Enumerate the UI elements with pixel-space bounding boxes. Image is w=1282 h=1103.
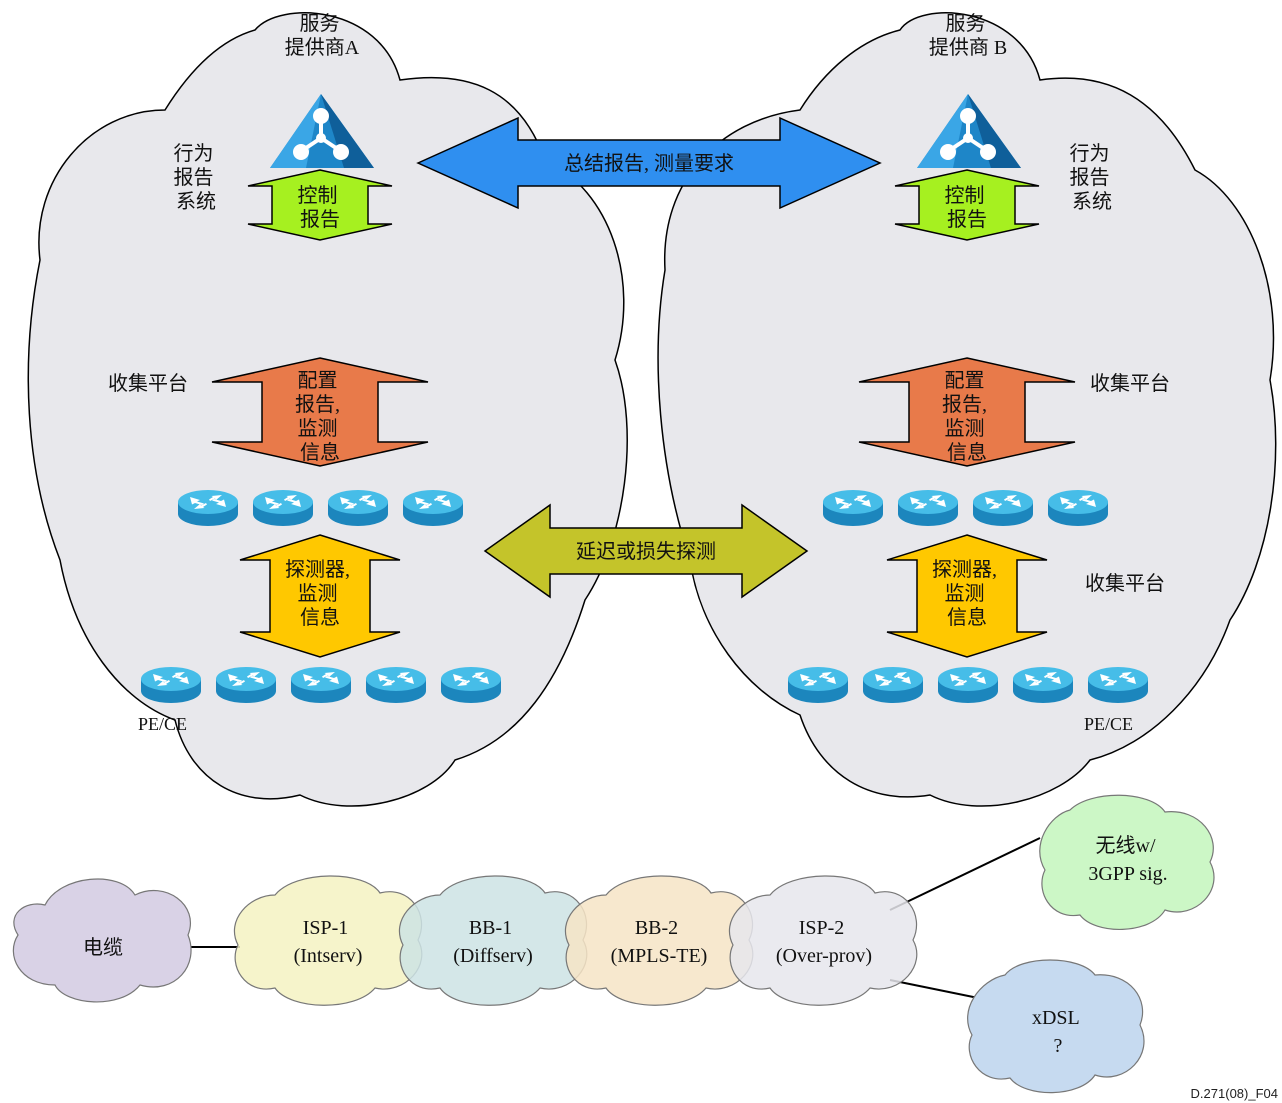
provider-b-config-arrow: 配置 报告, 监测 信息 xyxy=(858,357,1076,467)
router-icon xyxy=(291,667,351,703)
router-icon xyxy=(863,667,923,703)
provider-a-probe-arrow: 探测器, 监测 信息 xyxy=(239,534,401,658)
provider-b-pe-ce-label: PE/CE xyxy=(1084,714,1133,734)
router-icon xyxy=(178,490,238,526)
svg-text:配置 报告, 监测 信息: 配置 报告, 监测 信息 xyxy=(942,370,992,464)
router-icon xyxy=(403,490,463,526)
router-icon xyxy=(973,490,1033,526)
svg-text:探测器, 监测 信息: 探测器, 监测 信息 xyxy=(932,558,1002,629)
router-icon xyxy=(1088,667,1148,703)
provider-a-pe-ce-label: PE/CE xyxy=(138,714,187,734)
router-icon xyxy=(1013,667,1073,703)
xdsl-cloud: xDSL ? xyxy=(967,959,1145,1094)
router-icon xyxy=(216,667,276,703)
provider-b-control-arrow: 控制 报告 xyxy=(894,169,1040,241)
provider-b-collection-label-bottom: 收集平台 xyxy=(1085,572,1165,595)
provider-a-behavior-label: 行为 报告 系统 xyxy=(174,142,219,213)
bb1-cloud: BB-1 (Diffserv) xyxy=(398,875,588,1006)
provider-a-router-row-lower xyxy=(141,667,501,703)
svg-text:BB-2 (MPLS-TE): BB-2 (MPLS-TE) xyxy=(611,917,708,967)
router-icon xyxy=(938,667,998,703)
svg-text:配置 报告, 监测 信息: 配置 报告, 监测 信息 xyxy=(295,370,345,464)
provider-b-title: 服务 提供商 B xyxy=(929,12,1007,59)
svg-text:延迟或损失探测: 延迟或损失探测 xyxy=(576,540,716,563)
provider-a-title: 服务 提供商A xyxy=(285,12,360,59)
provider-b-router-row-lower xyxy=(788,667,1148,703)
router-icon xyxy=(366,667,426,703)
svg-text:控制 报告: 控制 报告 xyxy=(298,184,343,231)
router-icon xyxy=(253,490,313,526)
delay-loss-probe-arrow: 延迟或损失探测 xyxy=(483,503,809,599)
svg-text:探测器, 监测 信息: 探测器, 监测 信息 xyxy=(285,558,355,629)
provider-b-collection-label-top: 收集平台 xyxy=(1090,372,1170,395)
svg-text:BB-1 (Diffserv): BB-1 (Diffserv) xyxy=(453,917,533,967)
chain-connector-lines xyxy=(188,837,1041,1001)
svg-text:控制 报告: 控制 报告 xyxy=(945,184,990,231)
svg-text:xDSL ?: xDSL ? xyxy=(1032,1007,1084,1057)
summary-report-arrow: 总结报告, 测量要求 xyxy=(416,116,882,210)
bb2-cloud: BB-2 (MPLS-TE) xyxy=(564,875,754,1006)
svg-text:ISP-1 (Intserv): ISP-1 (Intserv) xyxy=(294,917,363,967)
router-icon xyxy=(441,667,501,703)
svg-text:无线w/ 3GPP sig.: 无线w/ 3GPP sig. xyxy=(1088,834,1167,885)
router-icon xyxy=(328,490,388,526)
provider-a-config-arrow: 配置 报告, 监测 信息 xyxy=(211,357,429,467)
router-icon xyxy=(788,667,848,703)
router-icon xyxy=(823,490,883,526)
provider-b-probe-arrow: 探测器, 监测 信息 xyxy=(886,534,1048,658)
provider-a-collection-label: 收集平台 xyxy=(108,372,188,395)
svg-text:总结报告, 测量要求: 总结报告, 测量要求 xyxy=(564,152,734,175)
router-icon xyxy=(141,667,201,703)
provider-a-control-arrow: 控制 报告 xyxy=(247,169,393,241)
figure-id: D.271(08)_F04 xyxy=(1191,1086,1278,1101)
svg-text:ISP-2 (Over-prov): ISP-2 (Over-prov) xyxy=(776,917,872,967)
isp1-cloud: ISP-1 (Intserv) xyxy=(233,875,423,1006)
isp2-cloud: ISP-2 (Over-prov) xyxy=(728,875,918,1006)
svg-text:电缆: 电缆 xyxy=(83,936,123,959)
cable-cloud: 电缆 xyxy=(12,878,192,1003)
wireless-cloud: 无线w/ 3GPP sig. xyxy=(1039,794,1215,931)
router-icon xyxy=(898,490,958,526)
provider-b-behavior-label: 行为 报告 系统 xyxy=(1070,142,1115,213)
router-icon xyxy=(1048,490,1108,526)
